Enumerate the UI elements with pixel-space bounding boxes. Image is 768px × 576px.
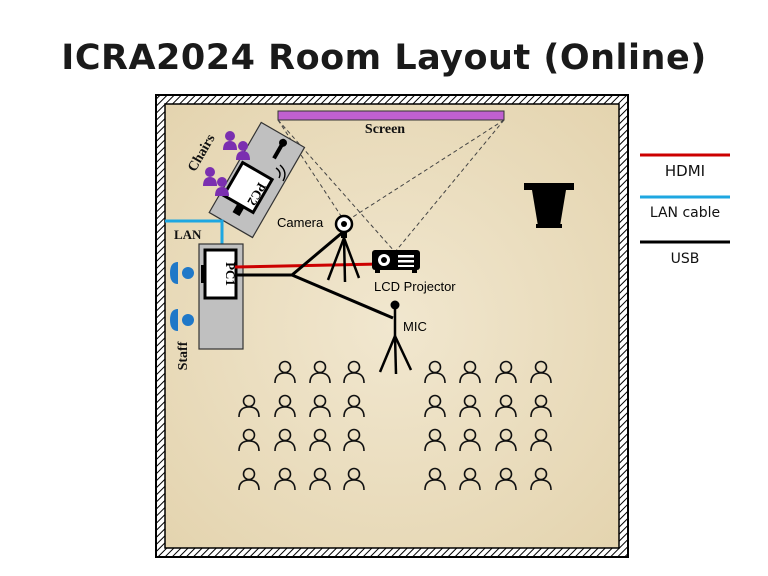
lan-label: LAN — [174, 227, 202, 242]
legend-label-usb: USB — [670, 251, 700, 267]
usb-cables — [236, 230, 394, 320]
camera-label: Camera — [277, 215, 324, 230]
projector-label: LCD Projector — [374, 279, 456, 294]
mic-label: MIC — [403, 319, 427, 334]
projector-icon — [372, 250, 420, 273]
legend-label-hdmi: HDMI — [664, 162, 706, 180]
page-title: ICRA2024 Room Layout (Online) — [61, 38, 707, 78]
hdmi-cable — [234, 262, 381, 269]
projection-lines — [277, 119, 505, 253]
staff-label: Staff — [176, 341, 191, 370]
camera-icon — [326, 214, 361, 283]
screen-label: Screen — [365, 122, 405, 137]
staff — [170, 262, 194, 331]
lan-cable — [165, 219, 224, 245]
microphone-icon — [272, 138, 287, 160]
pc2-desk — [208, 121, 306, 239]
wireless-icon — [275, 164, 286, 182]
pc1-monitor — [201, 248, 238, 300]
screen — [277, 110, 505, 121]
chairs — [203, 131, 250, 196]
legend-label-lan: LAN cable — [649, 205, 721, 221]
mic-stand-icon — [378, 300, 413, 375]
pc1-label: PC1 — [223, 262, 238, 286]
podium-icon — [524, 183, 574, 228]
